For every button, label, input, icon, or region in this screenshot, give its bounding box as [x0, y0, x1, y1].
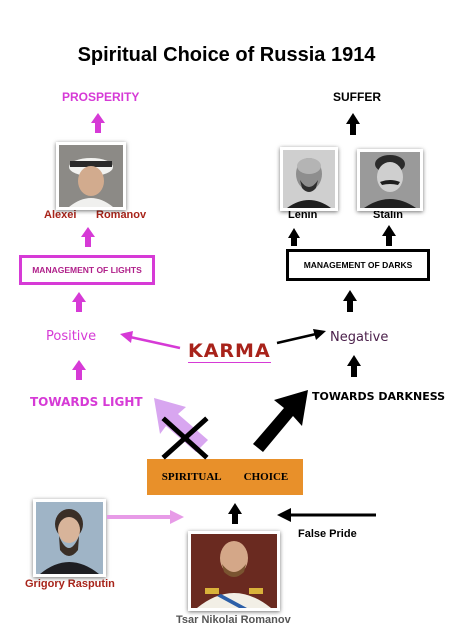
arrow-up-to-lights-box: [72, 292, 86, 312]
tsar-label: Tsar Nikolai Romanov: [176, 614, 291, 626]
arrow-up-to-lenin: [288, 228, 300, 246]
arrow-choice-to-light: [154, 398, 208, 452]
towards-light-label: TOWARDS LIGHT: [30, 395, 143, 409]
rasputin-label: Grigory Rasputin: [25, 578, 115, 590]
positive-label: Positive: [46, 329, 97, 344]
arrow-up-to-alexei-label: [81, 227, 95, 247]
karma-label: KARMA: [188, 340, 271, 363]
choice-word-spiritual: SPIRITUAL: [161, 471, 222, 483]
arrow-up-to-suffer: [346, 113, 360, 135]
arrow-tsar-to-choice: [228, 503, 242, 524]
choice-word-choice: CHOICE: [243, 471, 289, 483]
page-title: Spiritual Choice of Russia 1914: [77, 44, 376, 66]
management-of-lights-box: MANAGEMENT OF LIGHTS: [19, 255, 155, 285]
arrow-karma-to-positive: [120, 331, 181, 350]
alexei-photo: [56, 142, 126, 210]
lenin-photo: [280, 147, 338, 211]
management-of-darks-box: MANAGEMENT OF DARKS: [286, 249, 430, 281]
arrow-rasputin-to-choice: [107, 510, 184, 524]
lenin-label: Lenin: [288, 209, 318, 221]
stalin-label: Stalin: [373, 209, 403, 221]
tsar-photo: [188, 531, 280, 611]
stalin-photo: [357, 149, 423, 211]
arrow-karma-to-negative: [276, 329, 326, 345]
spiritual-choice-box: SPIRITUAL CHOICE: [147, 459, 303, 495]
prosperity-label: PROSPERITY: [62, 90, 140, 104]
alexei-first-name: Alexei: [44, 209, 77, 221]
negative-label: Negative: [330, 330, 389, 345]
towards-darkness-label: TOWARDS DARKNESS: [312, 390, 446, 403]
arrow-up-to-darks-box: [343, 290, 357, 312]
false-pride-label: False Pride: [298, 528, 357, 540]
suffer-label: SUFFER: [333, 90, 381, 104]
arrow-up-to-stalin: [382, 225, 396, 246]
arrow-up-to-positive: [72, 360, 86, 380]
arrow-choice-to-darkness: [253, 390, 308, 452]
alexei-last-name: Romanov: [96, 209, 147, 221]
arrow-false-pride: [277, 508, 376, 522]
rasputin-photo: [33, 499, 106, 577]
arrow-up-to-prosperity: [91, 113, 105, 133]
cross-mark: [161, 416, 209, 460]
arrow-up-to-negative: [347, 355, 361, 377]
